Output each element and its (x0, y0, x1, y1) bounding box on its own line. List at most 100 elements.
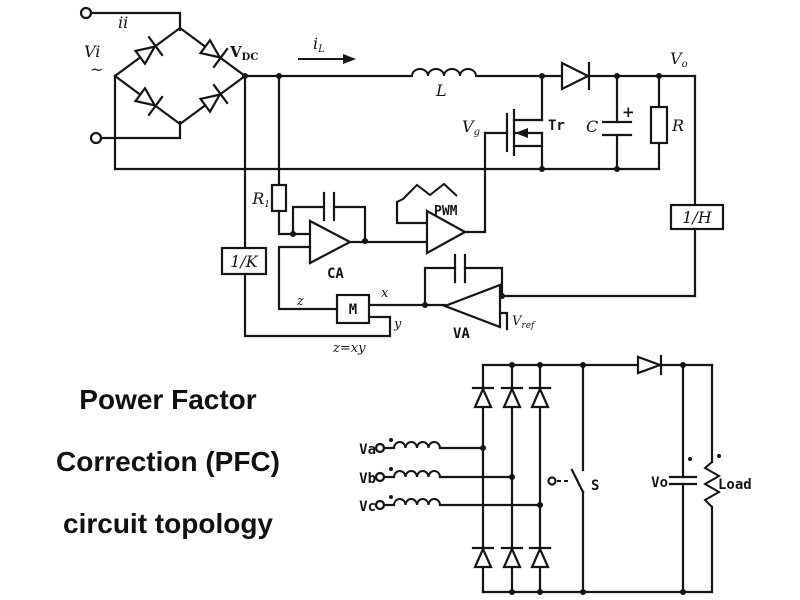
transistor-label: Tr (548, 118, 565, 134)
wire (89, 11, 182, 32)
title-line-2: Correction (PFC) (56, 446, 280, 477)
h-block (669, 203, 725, 231)
mosfet-arrow-icon (515, 128, 528, 138)
phase-a-label: Va (359, 442, 376, 458)
vg-label: Vg (462, 117, 480, 138)
mult-y-label: y (393, 317, 402, 332)
switch-control-terminal (547, 476, 557, 486)
bridge-diode-icon (133, 86, 164, 117)
polarity-dot (717, 454, 721, 458)
pwm-comparator-icon (425, 209, 468, 255)
junction-dots-upper (242, 73, 662, 308)
vref-lead (498, 311, 509, 331)
bridge-diode-icon (471, 386, 495, 409)
bridge-diode-icon (500, 386, 524, 409)
wire (423, 266, 457, 307)
current-amp-label: CA (327, 266, 344, 282)
bridge-diode-icon (500, 546, 524, 569)
vdc-sub: DC (242, 52, 259, 63)
phase-b-label: Vb (359, 471, 376, 487)
il-arrowhead-icon (343, 54, 356, 64)
phase-b-input: Vb (359, 467, 514, 487)
pwm-label: PWM (434, 204, 458, 219)
control-section: 1/K y R1 CA PWM VA Vref x (220, 74, 536, 356)
wire (334, 205, 367, 243)
switch-blade (570, 468, 585, 494)
voltage-amp-label: VA (453, 326, 470, 342)
il-main: i (313, 34, 318, 53)
cap-plus-label: + (622, 103, 635, 121)
multiplier-label: M (349, 302, 357, 318)
vref-label: Vref (512, 314, 536, 331)
vdc-label: VDC (229, 43, 258, 63)
vo-lower-label: Vo (651, 475, 668, 491)
r1-label: R1 (251, 189, 270, 210)
wire (277, 209, 312, 236)
input-current-label: ii (118, 13, 128, 32)
input-voltage-label: Vi (84, 42, 100, 61)
gate-drive-wire (463, 131, 487, 234)
vo-main: V (670, 49, 683, 68)
resistor-icon (649, 105, 669, 145)
load-resistor-icon (702, 461, 722, 508)
phase-a-input: Va (359, 438, 485, 458)
bridge-diode-icon (198, 38, 229, 69)
title-block: Power Factor Correction (PFC) circuit to… (56, 384, 280, 539)
polarity-dot (688, 457, 692, 461)
voltage-feedback-path: 1/H (501, 74, 725, 298)
inductor-label: L (435, 81, 447, 100)
resistor-label: R (671, 116, 684, 135)
vg-main: V (462, 117, 475, 136)
ac-terminal-top (79, 6, 93, 20)
switch-s: S (547, 363, 599, 594)
h-block-label: 1/H (682, 208, 713, 227)
polarity-dot (389, 495, 393, 499)
wire (277, 245, 339, 311)
voltage-amp-icon (441, 283, 502, 329)
bridge-diode-icon (471, 546, 495, 569)
title-line-1: Power Factor (79, 384, 256, 415)
wire (463, 266, 504, 298)
il-label: iL (313, 34, 325, 55)
il-sub: L (317, 44, 325, 55)
k-block-label: 1/K (230, 252, 259, 271)
bridge-diode-icon (528, 546, 552, 569)
mult-equation-label: z=xy (332, 341, 366, 356)
bridge-rectifier: ii Vi ~ VDC (79, 6, 258, 145)
boost-power-stage: iL L Vg Tr + C R Vo (113, 34, 697, 171)
r1-resistor-icon (270, 183, 288, 213)
vo-label: Vo (670, 49, 688, 70)
phase-c-input: Vc (359, 495, 542, 515)
bridge-diode-icon (198, 83, 229, 114)
junction-dots-lower (480, 362, 686, 595)
vg-sub: g (474, 127, 480, 138)
sawtooth-icon (396, 182, 458, 203)
ac-terminal-bottom (89, 131, 103, 145)
bridge-diode-icon (133, 35, 164, 66)
r1-sub: 1 (264, 200, 270, 210)
capacitor-label: C (586, 117, 598, 136)
polarity-dot (389, 438, 393, 442)
wire (291, 205, 324, 236)
vref-sub: ref (521, 321, 536, 331)
output-capacitor: Vo (651, 363, 698, 594)
bridge-diode-icon (528, 386, 552, 409)
wire (243, 272, 392, 338)
three-phase-circuit: Va Vb Vc S (359, 354, 752, 595)
load-label: Load (718, 477, 752, 493)
switch-label: S (591, 478, 599, 494)
vo-sub: o (682, 59, 688, 70)
wire (395, 200, 429, 225)
mult-x-label: x (381, 286, 389, 301)
vdc-main: V (229, 43, 242, 61)
polarity-dot (389, 467, 393, 471)
mult-z-label: z (296, 294, 304, 309)
output-diode-icon (636, 355, 664, 375)
multiplier-block (335, 293, 371, 325)
wire (99, 120, 182, 140)
r1-main: R (251, 189, 264, 208)
boost-diode-icon (560, 61, 591, 91)
title-line-3: circuit topology (63, 508, 273, 539)
